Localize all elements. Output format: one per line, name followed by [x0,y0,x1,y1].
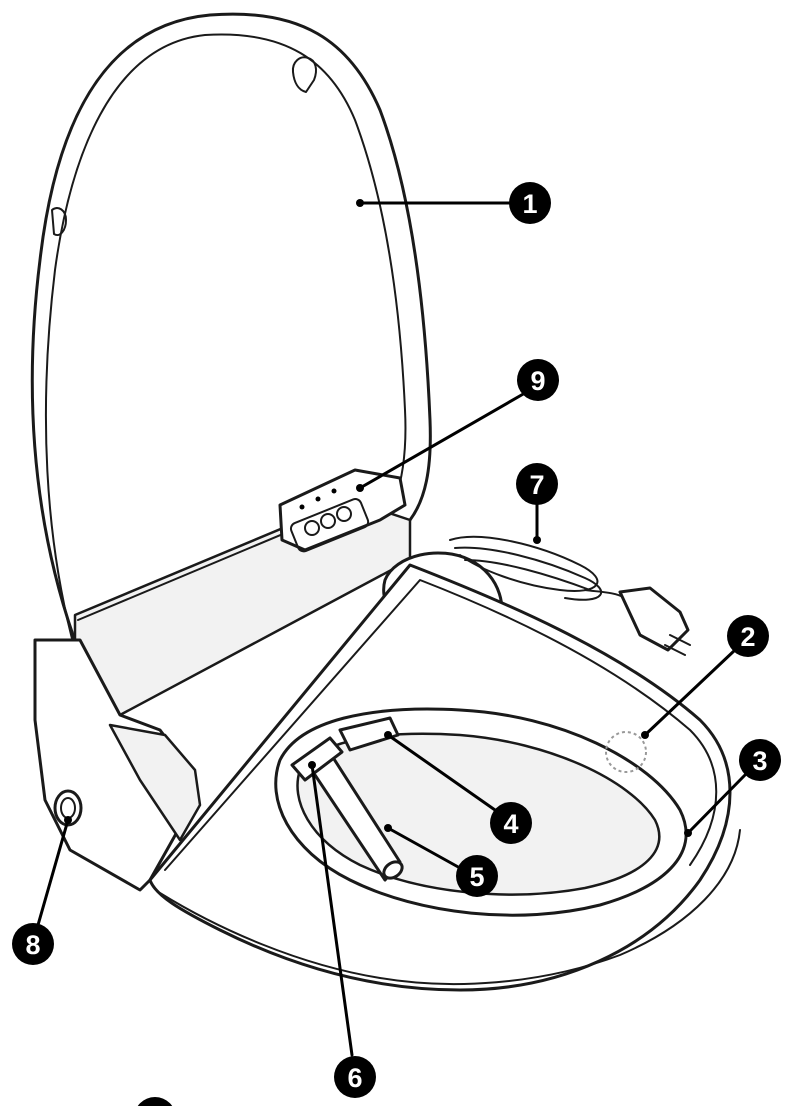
nozzle-assembly [290,716,404,882]
panel-button-1 [304,520,320,536]
svg-text:6: 6 [347,1063,362,1093]
svg-text:9: 9 [530,366,545,396]
svg-text:5: 5 [469,862,484,892]
panel-button-3 [336,506,352,522]
control-panel-box [278,468,407,552]
cord-loop-1 [449,535,599,592]
callout-badge-8: 8 [12,923,54,965]
leader-dot-6 [308,761,316,769]
leader-dot-7 [533,536,541,544]
leader-line-8 [36,818,70,927]
side-block-left-face [108,723,202,842]
leader-dot-3 [684,829,692,837]
leader-line-2 [643,648,737,737]
leader-dot-9 [356,484,364,492]
plug-prong-1 [669,634,691,646]
leader-dot-8 [64,816,72,824]
callout-badge-5: 5 [456,855,498,897]
leader-dot-5 [384,824,392,832]
leader-dot-1 [356,199,364,207]
svg-text:4: 4 [503,809,518,839]
leader-dot-4 [384,731,392,739]
plug-body [618,586,690,652]
leader-lines [36,199,747,1057]
lid-bumper-left [51,207,67,236]
callout-badge-2: 2 [727,615,769,657]
panel-led-1 [299,504,305,510]
power-cord [449,535,691,656]
leader-line-3 [686,773,747,835]
lid-bumper-top [291,56,317,93]
svg-text:1: 1 [522,189,537,219]
callout-badge-3: 3 [739,739,781,781]
plug-prong-2 [664,644,686,656]
callout-badge-1: 1 [509,182,551,224]
panel-led-3 [331,488,337,494]
leader-line-9 [358,391,527,490]
svg-text:8: 8 [25,930,40,960]
callout-badge-9: 9 [517,359,559,401]
seat-lower-lip [159,829,741,986]
side-block-left [33,638,197,892]
callout-badge-4: 4 [490,802,532,844]
cord-loop-3 [464,559,591,591]
svg-text:2: 2 [740,622,755,652]
nozzle-shield [338,716,400,752]
callout-badges: 1 9 7 2 3 4 5 6 [12,182,781,1098]
svg-text:3: 3 [752,746,767,776]
panel-button-2 [320,513,336,529]
nozzle-base [290,736,344,782]
seat-top-rim [164,579,718,871]
seat [148,563,741,992]
svg-text:7: 7 [529,470,544,500]
panel-led-2 [315,496,321,502]
callout-badge-7: 7 [516,463,558,505]
nozzle-tip [382,860,404,880]
leader-line-5 [386,826,462,870]
lid-inner-edge [44,33,407,651]
cord-loop-2 [454,546,603,601]
leader-dot-2 [641,731,649,739]
leader-line-6 [310,763,354,1057]
seat-sensor-area [605,731,647,773]
callout-badge-partial [137,1097,173,1106]
leader-line-4 [386,733,497,812]
panel-button-frame [289,498,370,553]
callout-badge-6: 6 [334,1056,376,1098]
